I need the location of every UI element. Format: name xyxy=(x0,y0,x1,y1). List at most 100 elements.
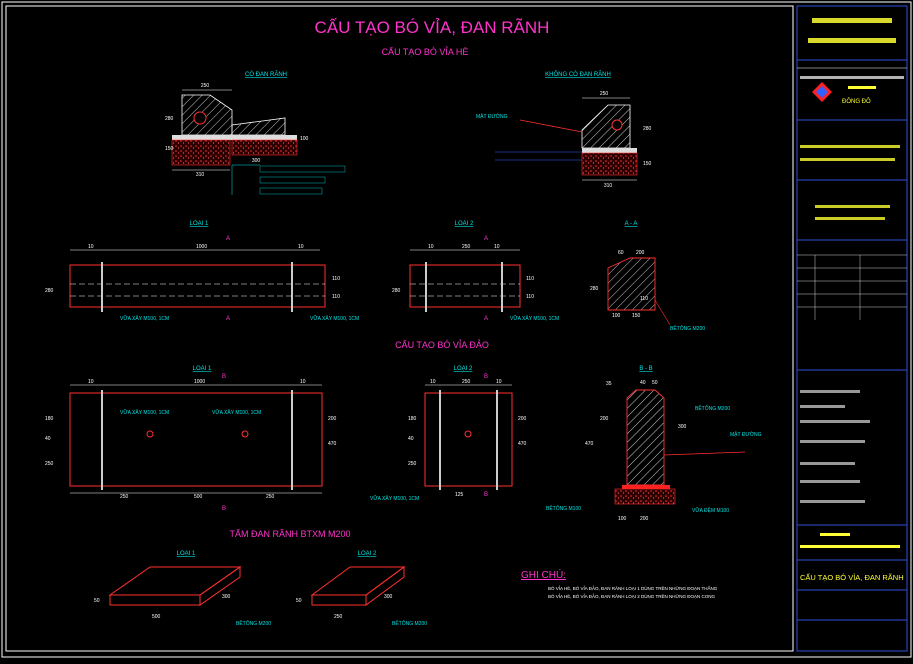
dim-label: 10 xyxy=(496,379,502,385)
dim-label: 250 xyxy=(408,461,417,467)
dim-label: 180 xyxy=(408,416,417,422)
company-name: ĐÔNG ĐÔ xyxy=(842,98,871,105)
dim-label: 250 xyxy=(462,244,471,250)
dim-label: 280 xyxy=(590,286,599,292)
dim-label: 250 xyxy=(201,83,210,89)
dim-label: 250 xyxy=(334,614,343,620)
label-vua-xay-5: VỮA XÂY M100, 1CM xyxy=(212,409,261,416)
label-vua-xay-1: VỮA XÂY M100, 1CM xyxy=(120,315,169,322)
dim-label: 150 xyxy=(165,146,174,152)
label-be-tong-m200: BÊTÔNG M200 xyxy=(670,324,705,332)
dim-label: 250 xyxy=(266,494,275,500)
label-mat-duong: MẶT ĐƯỜNG xyxy=(476,113,508,120)
label-be-tong-m200-bb: BÊTÔNG M200 xyxy=(695,404,730,412)
section-marker-a: A xyxy=(484,236,488,242)
dim-label: 60 xyxy=(618,250,624,256)
dim-label: 10 xyxy=(298,244,304,250)
notes: GHI CHÚ: BÓ VỈA HÈ, BÓ VỈA ĐẢO, ĐAN RÃNH… xyxy=(521,568,718,599)
drawing-title: CẤU TẠO BÓ VỈA, ĐAN RÃNH xyxy=(315,18,550,37)
dim-label: 300 xyxy=(222,594,231,600)
section-marker-b: B xyxy=(484,492,488,498)
title-block-drawing-name: CẤU TẠO BÓ VỈA, ĐAN RÃNH xyxy=(800,572,904,582)
dim-label: 280 xyxy=(392,288,401,294)
section-title-bo-via-he: CẤU TẠO BÓ VỈA HÈ xyxy=(382,46,469,57)
label-vua-xay-4: VỮA XÂY M100, 1CM xyxy=(120,409,169,416)
dim-label: 10 xyxy=(300,379,306,385)
subtitle-loai1-dao: LOẠI 1 xyxy=(193,366,212,372)
subtitle-loai2-he: LOẠI 2 xyxy=(455,221,474,227)
dim-label: 50 xyxy=(94,598,100,604)
dim-label: 280 xyxy=(45,288,54,294)
note-line-1: BÓ VỈA HÈ, BÓ VỈA ĐẢO, ĐAN RÃNH LOẠI 1 D… xyxy=(548,584,718,591)
label-be-tong-m100: BÊTÔNG M100 xyxy=(546,504,581,512)
dim-label: 470 xyxy=(585,441,594,447)
section-title-bo-via-dao: CẤU TẠO BÓ VỈA ĐẢO xyxy=(395,339,489,350)
dim-label: 110 xyxy=(640,296,648,302)
note-line-2: BÓ VỈA HÈ, BÓ VỈA ĐẢO, ĐAN RÃNH LOẠI 2 D… xyxy=(548,592,716,599)
section-marker-a: A xyxy=(226,236,230,242)
dim-label: 50 xyxy=(652,380,658,386)
dim-label: 280 xyxy=(165,116,174,122)
drawing-border xyxy=(5,5,794,652)
section-marker-b: B xyxy=(222,506,226,512)
plan-loai-1-dao: LOẠI 1 B 10 1000 10 VỮA XÂY M100, 1CM VỮ… xyxy=(45,366,337,512)
subtitle-dan-loai2: LOẠI 2 xyxy=(358,551,377,557)
dim-label: 500 xyxy=(152,614,161,620)
plan-loai-2-dao: LOẠI 2 B 10 250 10 180 40 250 200 470 VỮ… xyxy=(370,366,527,502)
label-vua-xay-6: VỮA XÂY M100, 1CM xyxy=(370,495,419,502)
label-be-tong-dan1: BÊTÔNG M200 xyxy=(236,619,271,627)
label-vua-xay-3: VỮA XÂY M100, 1CM xyxy=(510,315,559,322)
label-mat-duong-bb: MẶT ĐƯỜNG xyxy=(730,431,762,438)
dim-label: 10 xyxy=(88,244,94,250)
plan-loai-1-he: LOẠI 1 A 10 1000 10 280 110 110 VỮA XÂY … xyxy=(45,221,359,322)
dim-label: 10 xyxy=(494,244,500,250)
subtitle-khong-co-dan-ranh: KHÔNG CÓ ĐAN RÃNH xyxy=(545,71,611,78)
section-marker-a: A xyxy=(484,316,488,322)
dim-label: 10 xyxy=(88,379,94,385)
section-co-dan-ranh: CÓ ĐAN RÃNH 250 310 300 280 150 100 xyxy=(165,71,346,195)
dim-label: 10 xyxy=(430,379,436,385)
dim-label: 110 xyxy=(332,276,340,282)
dim-label: 250 xyxy=(120,494,129,500)
dim-label: 150 xyxy=(632,313,641,319)
section-b-b: B - B 35 40 50 MẶT ĐƯỜNG BÊTÔNG M200 BÊT… xyxy=(546,366,762,522)
dim-label: 180 xyxy=(45,416,54,422)
dim-label: 110 xyxy=(526,276,534,282)
dim-label: 250 xyxy=(462,379,471,385)
subtitle-loai2-dao: LOẠI 2 xyxy=(454,366,473,372)
dim-label: 100 xyxy=(300,136,309,142)
subtitle-co-dan-ranh: CÓ ĐAN RÃNH xyxy=(245,71,287,78)
subtitle-loai1-he: LOẠI 1 xyxy=(190,221,209,227)
dim-label: 125 xyxy=(455,492,464,498)
dim-label: 1000 xyxy=(194,379,205,385)
dim-label: 100 xyxy=(618,516,627,522)
dim-label: 200 xyxy=(600,416,609,422)
dim-label: 40 xyxy=(408,436,414,442)
section-khong-co-dan-ranh: KHÔNG CÓ ĐAN RÃNH 250 310 MẶT ĐƯỜNG 280 … xyxy=(476,71,652,189)
title-block: ĐÔNG ĐÔ CẤU TẠO BÓ VỈA, ĐAN RÃNH xyxy=(796,5,908,652)
plan-loai-2-he: LOẠI 2 A 10 250 10 280 110 110 VỮA XÂY M… xyxy=(392,221,559,322)
dim-label: 100 xyxy=(612,313,621,319)
subtitle-a-a: A - A xyxy=(625,221,638,227)
section-marker-b: B xyxy=(222,374,226,380)
notes-heading: GHI CHÚ: xyxy=(521,568,566,581)
label-be-tong-dan2: BÊTÔNG M200 xyxy=(392,619,427,627)
dim-label: 310 xyxy=(196,172,205,178)
dim-label: 150 xyxy=(643,161,652,167)
dim-label: 470 xyxy=(518,441,527,447)
slab-loai-2: LOẠI 2 250 50 300 BÊTÔNG M200 xyxy=(296,551,427,627)
dim-label: 200 xyxy=(640,516,649,522)
dim-label: 200 xyxy=(636,250,645,256)
dim-label: 250 xyxy=(600,91,609,97)
label-vua-dem: VỮA ĐỆM M100 xyxy=(692,506,729,514)
subtitle-dan-loai1: LOẠI 1 xyxy=(177,551,196,557)
slab-loai-1: LOẠI 1 500 50 300 BÊTÔNG M200 xyxy=(94,551,271,627)
dim-label: 310 xyxy=(604,183,613,189)
dim-label: 35 xyxy=(606,381,612,387)
section-marker-b: B xyxy=(484,374,488,380)
dim-label: 250 xyxy=(45,461,54,467)
dim-label: 500 xyxy=(194,494,203,500)
